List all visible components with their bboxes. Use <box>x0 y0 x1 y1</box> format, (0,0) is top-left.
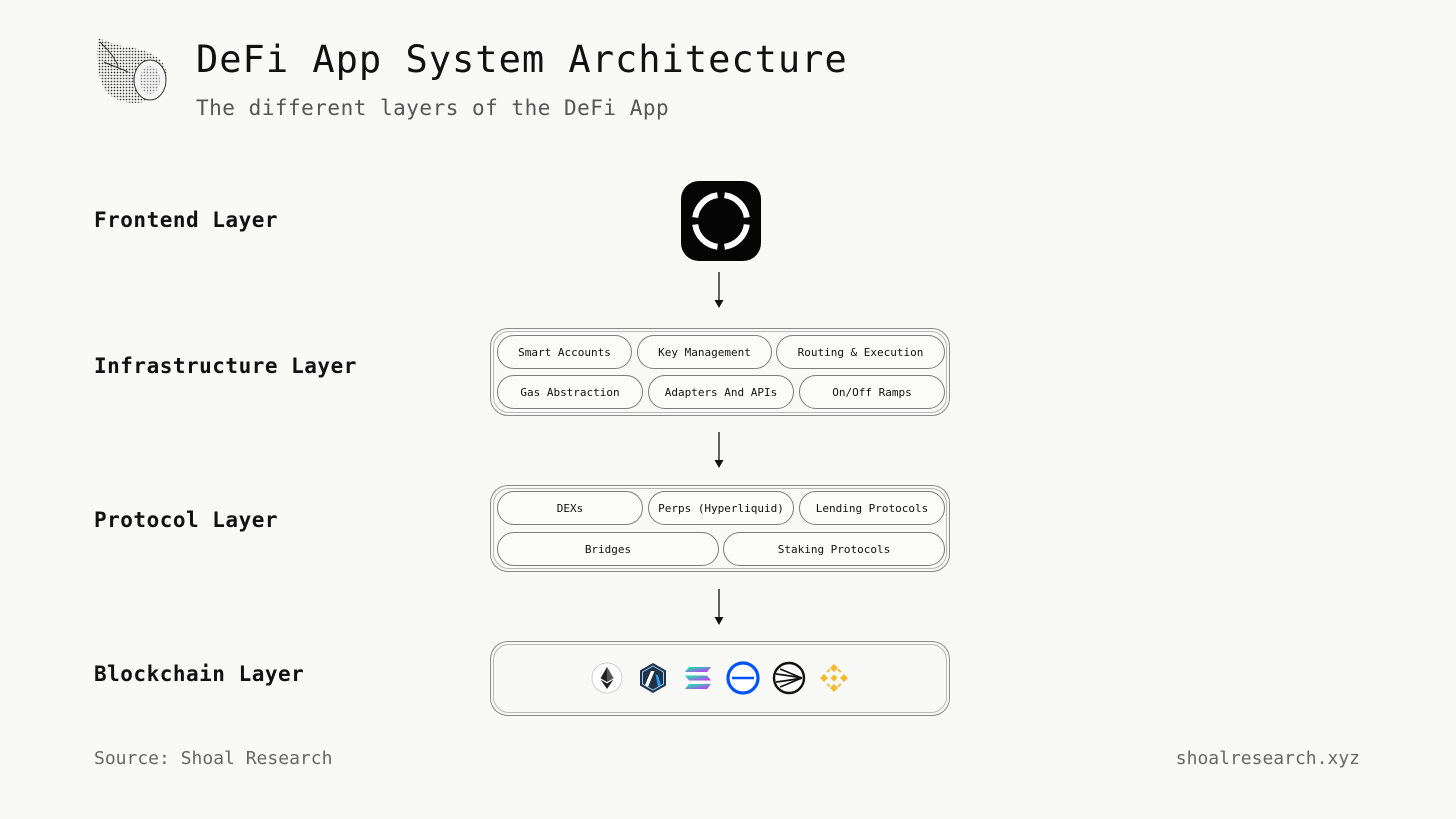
component-dexs: DEXs <box>497 491 643 525</box>
shell-logo <box>92 32 170 108</box>
defi-app-icon <box>681 181 761 261</box>
arrow-down-icon <box>714 272 724 308</box>
base-icon <box>726 661 760 695</box>
site-link[interactable]: shoalresearch.xyz <box>1175 748 1360 769</box>
blockchain-layer-label: Blockchain Layer <box>94 662 305 686</box>
chain-logo-icon <box>772 661 806 695</box>
ethereum-icon <box>590 661 624 695</box>
infrastructure-layer-box: Smart Accounts Key Management Routing & … <box>490 328 950 416</box>
component-key-management: Key Management <box>637 335 772 369</box>
component-bridges: Bridges <box>497 532 719 566</box>
page-subtitle: The different layers of the DeFi App <box>196 96 670 120</box>
component-routing-execution: Routing & Execution <box>776 335 945 369</box>
component-on-off-ramps: On/Off Ramps <box>799 375 945 409</box>
protocol-layer-box: DEXs Perps (Hyperliquid) Lending Protoco… <box>490 485 950 572</box>
component-gas-abstraction: Gas Abstraction <box>497 375 643 409</box>
solana-icon <box>681 661 715 695</box>
component-lending-protocols: Lending Protocols <box>799 491 945 525</box>
source-note: Source: Shoal Research <box>94 748 333 769</box>
arrow-down-icon <box>714 589 724 625</box>
component-smart-accounts: Smart Accounts <box>497 335 632 369</box>
page-title: DeFi App System Architecture <box>196 38 848 81</box>
bnb-icon <box>817 661 851 695</box>
component-staking-protocols: Staking Protocols <box>723 532 945 566</box>
component-perps: Perps (Hyperliquid) <box>648 491 794 525</box>
frontend-layer-label: Frontend Layer <box>94 208 279 232</box>
arbitrum-icon <box>636 661 670 695</box>
component-adapters-apis: Adapters And APIs <box>648 375 794 409</box>
protocol-layer-label: Protocol Layer <box>94 508 279 532</box>
infrastructure-layer-label: Infrastructure Layer <box>94 354 357 378</box>
blockchain-layer-box <box>490 641 950 716</box>
arrow-down-icon <box>714 432 724 468</box>
